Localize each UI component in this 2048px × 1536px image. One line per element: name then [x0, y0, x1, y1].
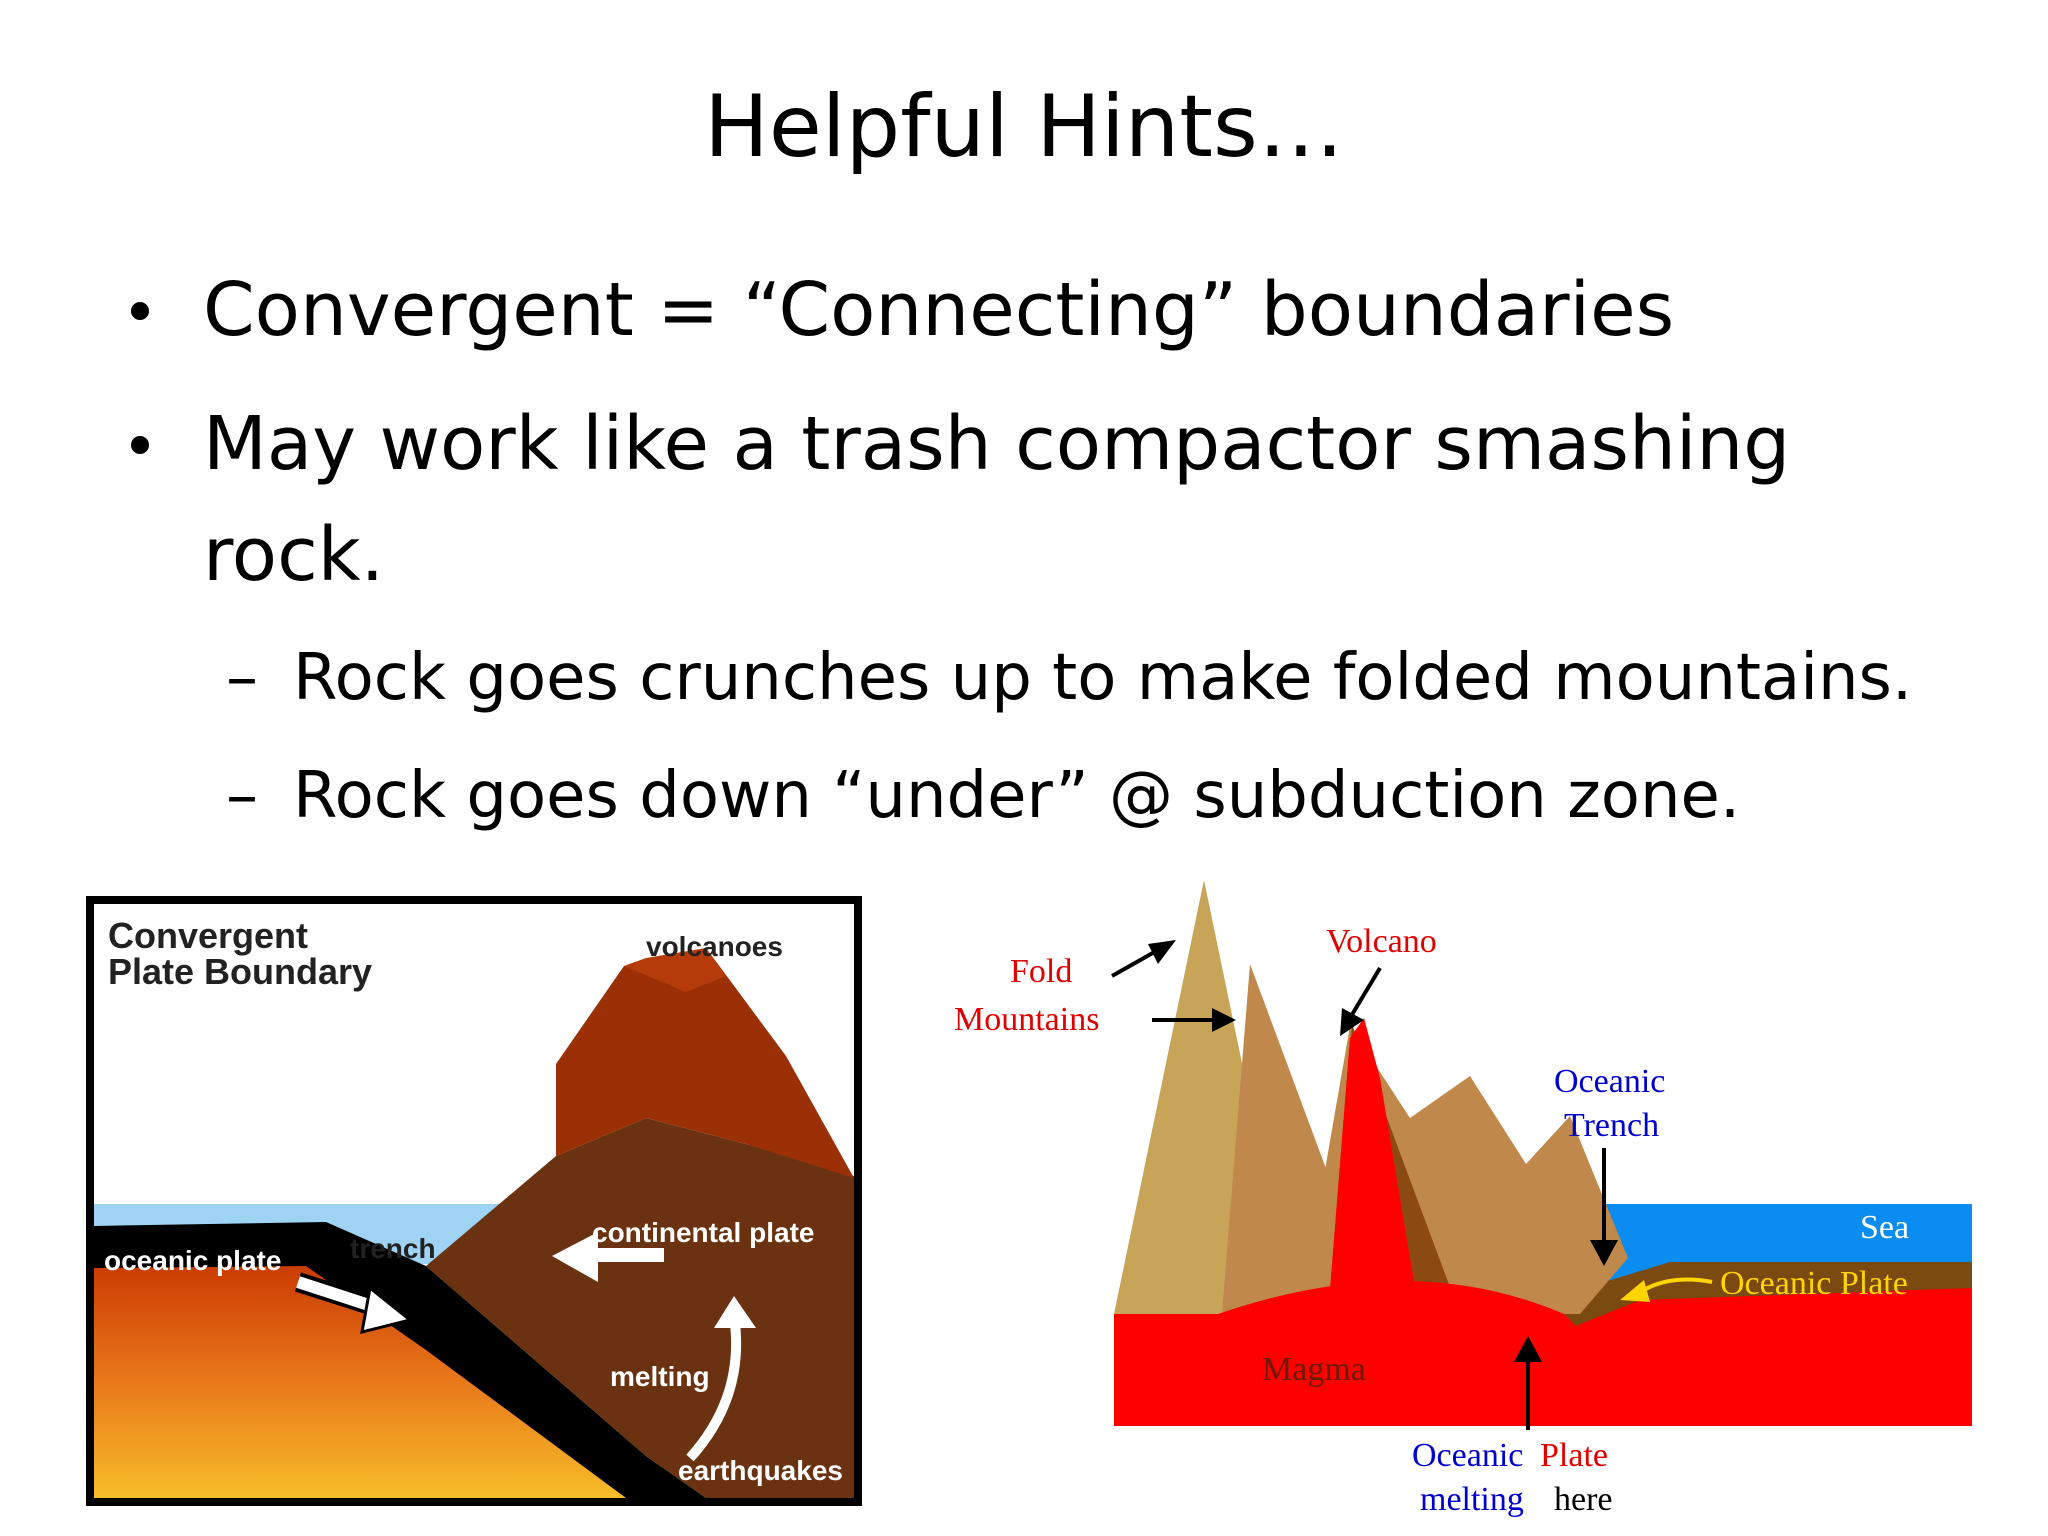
- melting-arrow-icon: [686, 1296, 756, 1462]
- label-trench: trench: [350, 1233, 436, 1264]
- label-melting-line2-black: here: [1554, 1481, 1613, 1518]
- subbullet-dash: –: [226, 641, 258, 715]
- fold-arrow-icon: [1111, 940, 1176, 978]
- volcano-arrow-icon: [1340, 966, 1382, 1036]
- label-melting-line2-blue: melting: [1420, 1481, 1524, 1518]
- label-earthquakes: earthquakes: [678, 1455, 843, 1486]
- trench-arrow-icon: [294, 1272, 414, 1335]
- convergent-boundary-diagram: Convergent Plate Boundary volcanoes ocea…: [86, 896, 862, 1506]
- bullet-list: Convergent = “Connecting” boundaries May…: [131, 267, 1913, 833]
- label-oceanic-plate: Oceanic Plate: [1720, 1265, 1908, 1302]
- magma-chamber: [1114, 1281, 1972, 1426]
- subducting-slab: [94, 1222, 706, 1498]
- volcano-shape: [556, 948, 854, 1178]
- diagram-title-line1: Convergent: [108, 915, 308, 956]
- bullet-2-continuation: rock.: [203, 512, 385, 598]
- volcano-peak: [624, 948, 726, 992]
- label-volcanoes: volcanoes: [646, 931, 783, 962]
- label-melting-line1-blue: Oceanic: [1412, 1437, 1523, 1474]
- label-fold: Fold: [1010, 953, 1072, 990]
- fold-mountains-subduction-diagram: Fold Mountains Volcano Oceanic Trench Se…: [954, 880, 1972, 1518]
- bullet-marker: [131, 436, 149, 454]
- volcano-magma-conduit: [1328, 1018, 1420, 1314]
- subbullet-dash: –: [226, 759, 258, 833]
- label-mountains: Mountains: [954, 1001, 1099, 1038]
- diagram-title-line2: Plate Boundary: [108, 951, 372, 992]
- label-oceanic-trench-1: Oceanic: [1554, 1063, 1665, 1100]
- subbullet-1: Rock goes crunches up to make folded mou…: [293, 641, 1913, 715]
- mountains-arrow-icon: [1152, 1008, 1236, 1032]
- label-melting-line1-red: Plate: [1540, 1437, 1608, 1474]
- slide-title: Helpful Hints…: [704, 77, 1344, 177]
- label-continental-plate: continental plate: [592, 1217, 814, 1248]
- label-melting: melting: [610, 1361, 710, 1392]
- oceanic-plate-shape: [94, 1258, 626, 1498]
- bullet-1: Convergent = “Connecting” boundaries: [203, 267, 1675, 353]
- label-oceanic-plate: oceanic plate: [104, 1245, 281, 1276]
- subbullet-2: Rock goes down “under” @ subduction zone…: [293, 759, 1741, 833]
- trench-arrow-icon: [1590, 1148, 1618, 1266]
- label-magma: Magma: [1262, 1351, 1366, 1388]
- bullet-marker: [131, 302, 149, 320]
- label-oceanic-trench-2: Trench: [1564, 1107, 1659, 1144]
- label-volcano: Volcano: [1326, 923, 1437, 960]
- continental-arrow-icon: [552, 1232, 664, 1282]
- label-sea: Sea: [1860, 1209, 1909, 1246]
- continental-crust: [426, 1118, 854, 1498]
- bullet-2: May work like a trash compactor smashing: [203, 401, 1791, 487]
- melting-arrow-icon: [1514, 1336, 1542, 1430]
- oceanic-plate-arrow-icon: [1620, 1277, 1713, 1302]
